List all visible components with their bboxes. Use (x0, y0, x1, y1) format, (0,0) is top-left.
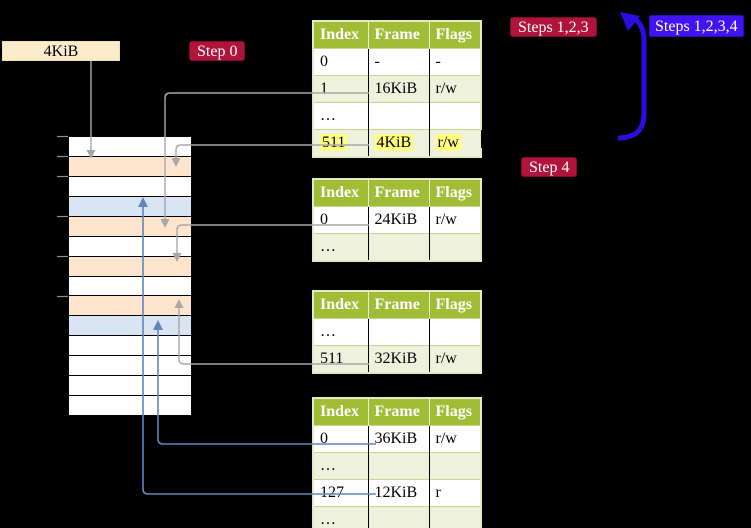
memory-row-10 (69, 336, 191, 356)
steps1234-badge: Steps 1,2,3,4 (649, 15, 744, 37)
table-cell: 4KiB (367, 129, 429, 157)
table-row: … (313, 102, 481, 130)
table-cell: 127 (313, 479, 368, 507)
memory-row-11 (69, 356, 191, 376)
memory-row-7 (69, 276, 191, 296)
table-cell (367, 452, 429, 480)
physical-memory-column (68, 136, 192, 416)
table-row: … (313, 506, 481, 528)
column-header: Index (313, 291, 368, 319)
memory-row-12 (69, 376, 191, 396)
table-cell (428, 102, 481, 130)
table-cell: r/w (428, 75, 481, 103)
table-cell: 0 (313, 425, 368, 453)
table-cell: 511 (313, 345, 368, 373)
column-header: Flags (428, 291, 481, 319)
column-header: Flags (428, 179, 481, 207)
steps123-badge: Steps 1,2,3 (510, 17, 597, 37)
table-cell: 511 (313, 129, 368, 157)
frame-size-label: 4KiB (2, 41, 120, 61)
memory-row-4 (69, 216, 191, 236)
memory-row-13 (69, 396, 191, 415)
table-row: … (313, 452, 481, 480)
memory-row-2 (69, 176, 191, 196)
black-pointer-icon (481, 130, 490, 148)
table-cell: - (367, 48, 429, 76)
table-cell (367, 506, 429, 528)
column-header: Flags (428, 398, 481, 426)
table-cell: 1 (313, 75, 368, 103)
memory-row-6 (69, 256, 191, 276)
memory-tick-marks (57, 135, 68, 298)
table-cell: … (313, 233, 368, 261)
column-header: Index (313, 398, 368, 426)
table-cell: 12KiB (367, 479, 429, 507)
memory-row-5 (69, 236, 191, 256)
table-cell: … (313, 318, 368, 346)
column-header: Frame (367, 179, 429, 207)
loopback-arrow (617, 12, 647, 141)
table-cell (367, 233, 429, 261)
table-row: … (313, 318, 481, 346)
memory-row-1 (69, 156, 191, 176)
table-cell (428, 452, 481, 480)
step4-badge: Step 4 (521, 157, 578, 177)
table-cell (428, 318, 481, 346)
table-cell: 32KiB (367, 345, 429, 373)
highlighted-value: 511 (320, 134, 348, 151)
column-header: Index (313, 179, 368, 207)
column-header: Flags (428, 21, 481, 49)
table-row: 0-- (313, 48, 481, 76)
table-cell: r/w (428, 345, 481, 373)
column-header: Index (313, 21, 368, 49)
table-cell: - (428, 48, 481, 76)
table-cell: r (428, 479, 481, 507)
table-cell: 16KiB (367, 75, 429, 103)
table-row: … (313, 233, 481, 261)
highlighted-value: 4KiB (374, 134, 414, 151)
memory-row-0 (69, 137, 191, 156)
column-header: Frame (367, 21, 429, 49)
memory-row-8 (69, 296, 191, 316)
table-cell: r/w (428, 129, 481, 157)
table-cell (367, 102, 429, 130)
table-cell (428, 506, 481, 528)
memory-row-3 (69, 196, 191, 216)
table-cell: 0 (313, 206, 368, 234)
table-cell: r/w (428, 425, 481, 453)
memory-row-9 (69, 316, 191, 336)
column-header: Frame (367, 291, 429, 319)
table-cell (367, 318, 429, 346)
table-cell (428, 233, 481, 261)
highlighted-value: r/w (435, 134, 461, 151)
table-cell: … (313, 506, 368, 528)
table-cell: 24KiB (367, 206, 429, 234)
table-cell: 0 (313, 48, 368, 76)
table-row: 511 4KiB r/w (313, 129, 481, 157)
table-cell: 36KiB (367, 425, 429, 453)
table-cell: … (313, 102, 368, 130)
step0-badge: Step 0 (189, 41, 246, 61)
column-header: Frame (367, 398, 429, 426)
table-cell: … (313, 452, 368, 480)
table-cell: r/w (428, 206, 481, 234)
